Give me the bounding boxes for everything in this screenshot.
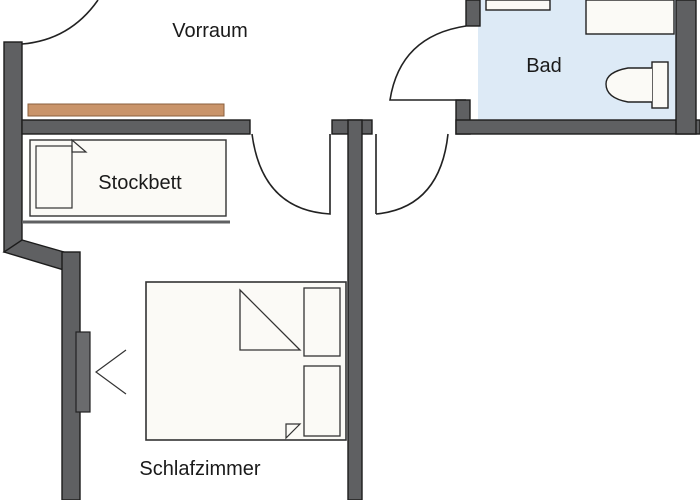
pillow-top (303, 287, 341, 357)
double-bed (145, 281, 347, 441)
bedroom-door-swing (375, 133, 449, 215)
bathroom-sink (485, 0, 551, 11)
label-stockbett: Stockbett (98, 172, 182, 194)
toilet-tank (651, 61, 669, 109)
entry-door-swing (21, 0, 99, 45)
bedroom-right-wall (347, 119, 363, 500)
bathroom-door-swing (389, 25, 467, 101)
toilet-bowl (605, 67, 652, 103)
bathroom-bottom-wall (455, 119, 700, 135)
label-schlafzimmer: Schlafzimmer (139, 458, 260, 480)
tv-icon (75, 331, 127, 413)
label-bad: Bad (526, 55, 562, 77)
bathroom-counter (585, 0, 675, 35)
stockbett-top-wall (21, 119, 251, 135)
tv-screen (75, 331, 91, 413)
bunk-bed-rail (35, 145, 73, 209)
bunk-bed-frame (29, 139, 227, 217)
label-vorraum: Vorraum (172, 20, 248, 42)
tv-viewing-angle (94, 349, 127, 395)
bathroom-left-wall-upper (465, 0, 481, 27)
left-wall-upper (3, 41, 23, 253)
bunk-bed (29, 138, 227, 217)
wooden-shelf (27, 103, 225, 117)
blanket-fold-top (239, 288, 302, 351)
bathroom-right-wall (675, 0, 697, 135)
pillow-bottom (303, 365, 341, 437)
stockbett-door-swing (251, 133, 331, 215)
blanket-fold-bottom (285, 423, 302, 440)
toilet (605, 61, 669, 109)
bunk-bed-blanket-fold (71, 138, 88, 153)
